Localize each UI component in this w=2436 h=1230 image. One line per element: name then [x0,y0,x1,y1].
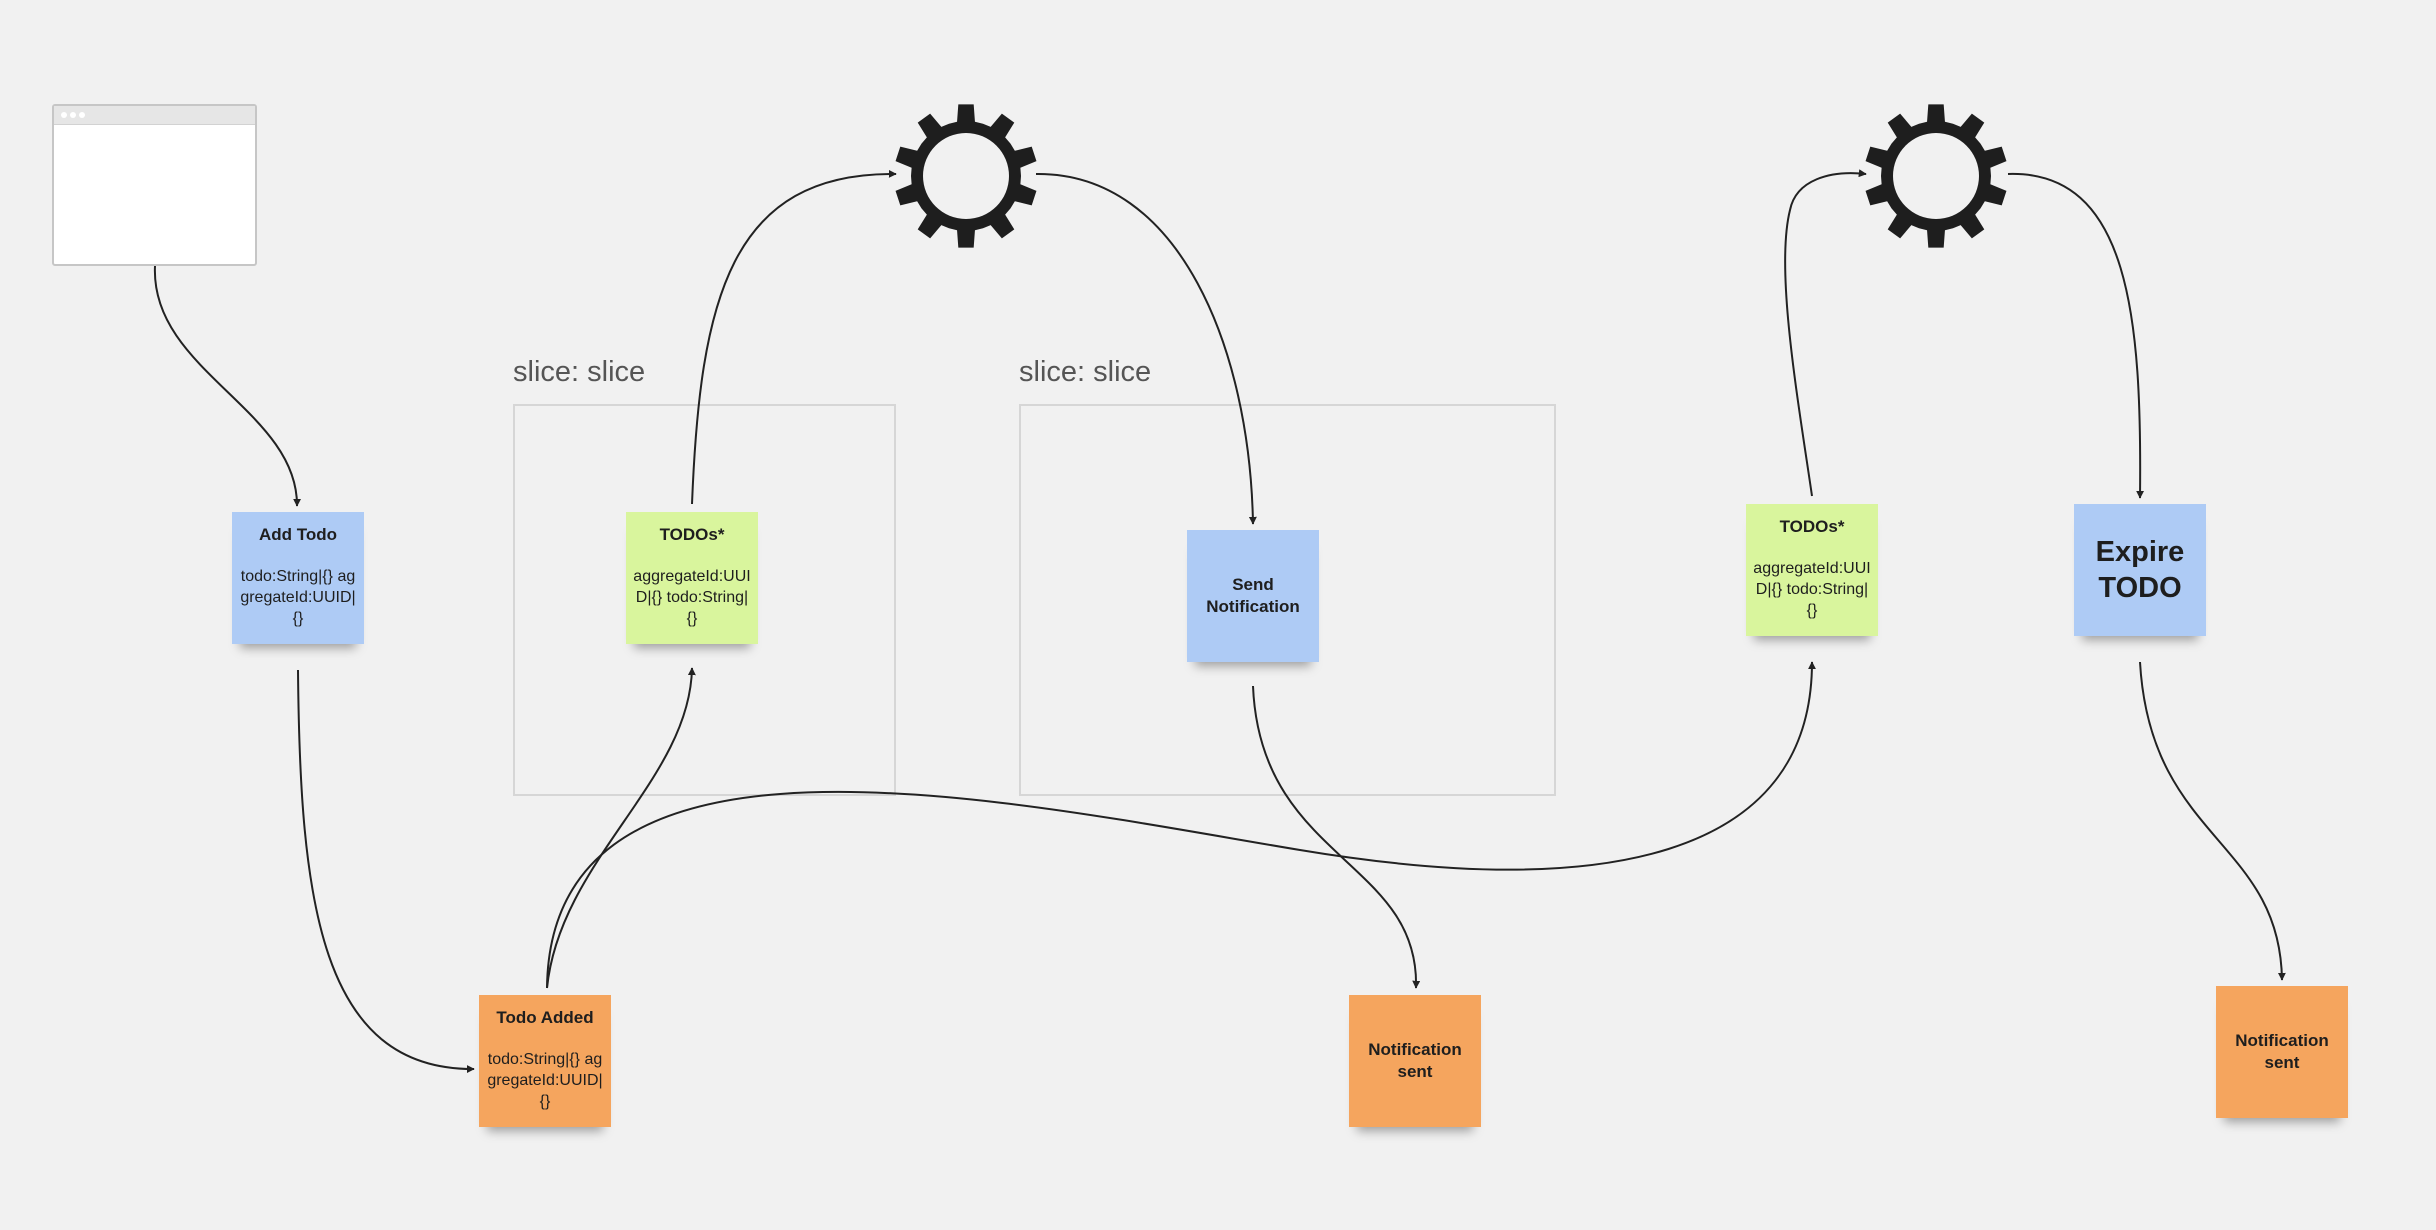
sticky-body: todo:String|{} aggregateId:UUID|{} [240,568,356,627]
sticky-title: Todo Added [496,1008,594,1027]
sticky-title: Send Notification [1206,575,1300,616]
sticky-title: Add Todo [258,525,338,544]
sticky-body: aggregateId:UUID|{} todo:String|{} [633,568,751,627]
event-sticky-todo-added[interactable]: Todo Added todo:String|{} aggregateId:UU… [479,995,611,1127]
sticky-title: TODOs* [1779,517,1845,536]
screen-wireframe[interactable] [52,104,257,266]
gear-hole [1893,133,1979,219]
event-sticky-notification-sent[interactable]: Notification sent [1349,995,1481,1127]
connector-arrow[interactable] [1784,169,1867,497]
read-model-sticky-todos[interactable]: TODOs* aggregateId:UUID|{} todo:String|{… [1746,504,1878,636]
connector-arrow[interactable] [153,265,302,507]
gear-icon[interactable] [1862,102,2010,250]
slice-title: slice: slice [1019,356,1152,388]
connector-arrow[interactable] [297,669,475,1074]
connector-arrow[interactable] [2139,661,2286,981]
gear-icon[interactable] [892,102,1040,250]
sticky-title: Notification sent [2235,1031,2329,1072]
sticky-title: Expire TODO [2095,536,2185,604]
connector-arrow[interactable] [2007,172,2145,499]
read-model-sticky-todos[interactable]: TODOs* aggregateId:UUID|{} todo:String|{… [626,512,758,644]
event-sticky-notification-sent[interactable]: Notification sent [2216,986,2348,1118]
command-sticky-send-notification[interactable]: Send Notification [1187,530,1319,662]
gear-hole [923,133,1009,219]
window-dot-icon [79,112,85,118]
command-sticky-expire-todo[interactable]: Expire TODO [2074,504,2206,636]
window-dot-icon [61,112,67,118]
sticky-title: Notification sent [1368,1040,1462,1081]
sticky-body: aggregateId:UUID|{} todo:String|{} [1753,560,1871,619]
sticky-body: todo:String|{} aggregateId:UUID|{} [487,1051,603,1110]
sticky-title: TODOs* [659,525,725,544]
slice-title: slice: slice [513,356,646,388]
command-sticky-add-todo[interactable]: Add Todo todo:String|{} aggregateId:UUID… [232,512,364,644]
browser-title-bar [54,106,255,125]
window-dot-icon [70,112,76,118]
